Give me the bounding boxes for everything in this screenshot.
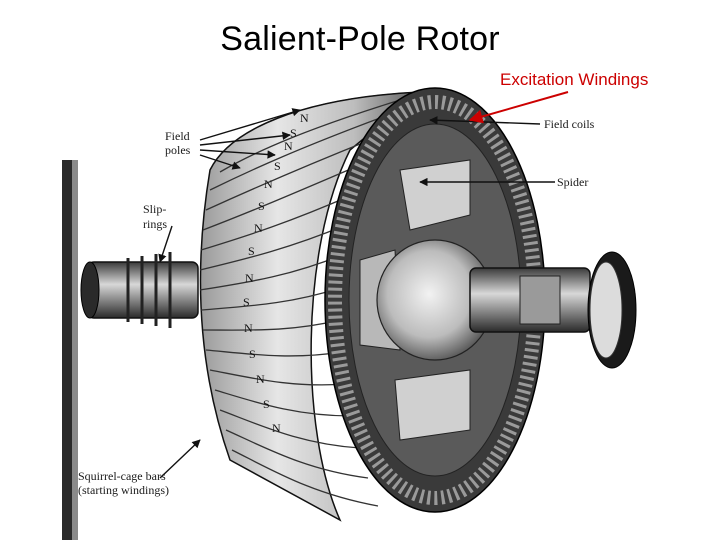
pole-letter: S [248, 244, 255, 258]
pole-letter: N [272, 421, 281, 435]
label-pointers [158, 108, 555, 479]
squirrel-cage-bars [199, 99, 401, 507]
scan-page-edge [62, 160, 78, 540]
pole-letter: S [290, 126, 297, 140]
pole-letter: S [274, 159, 281, 173]
label-squirrel-cage-1: Squirrel-cage bars [78, 469, 166, 483]
slip-rings [126, 252, 172, 328]
pole-letter: S [249, 347, 256, 361]
pole-letter: S [263, 397, 270, 411]
pole-letter: S [258, 199, 265, 213]
label-spider: Spider [557, 175, 588, 189]
right-shaft [469, 251, 637, 369]
pole-letter: N [245, 271, 254, 285]
pole-letter: N [244, 321, 253, 335]
label-field-coils: Field coils [544, 117, 595, 131]
pole-letter: N [256, 372, 265, 386]
label-slip-rings-1: Slip- [143, 202, 166, 216]
pole-letter: N [284, 139, 293, 153]
label-field-poles-1: Field [165, 129, 190, 143]
label-slip-rings-2: rings [143, 217, 167, 231]
pole-letter: N [264, 177, 273, 191]
label-field-poles-2: poles [165, 143, 191, 157]
left-shaft [80, 252, 199, 328]
excitation-windings-callout: Excitation Windings [500, 70, 649, 89]
pole-letter: S [243, 295, 250, 309]
pole-letter: N [254, 221, 263, 235]
pole-letter: N [300, 111, 309, 125]
label-squirrel-cage-2: (starting windings) [78, 483, 169, 497]
callout-arrow [468, 91, 569, 124]
slide-title: Salient-Pole Rotor [220, 20, 500, 58]
